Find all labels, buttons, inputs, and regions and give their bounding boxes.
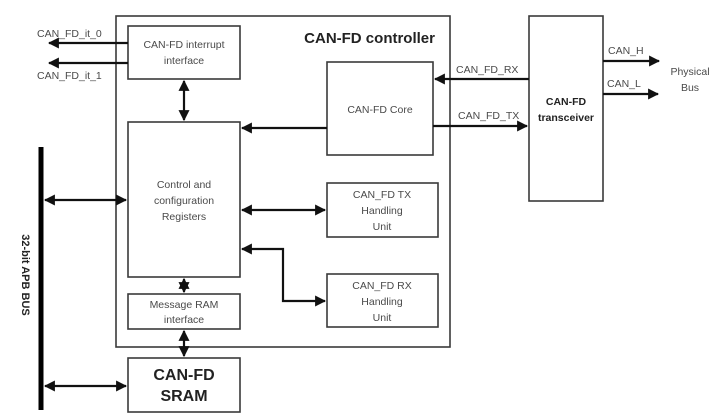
tx-unit-label-1: CAN_FD TX [353, 189, 411, 201]
sram-label-2: SRAM [160, 388, 207, 405]
apb-bus-label: 32-bit APB BUS [19, 234, 31, 316]
physical-bus-label-2: Bus [681, 82, 699, 94]
it1-label: CAN_FD_it_1 [37, 70, 102, 82]
msg-ram-label-1: Message RAM [150, 299, 219, 311]
interrupt-interface-block [127, 25, 241, 80]
controller-title: CAN-FD controller [304, 30, 435, 47]
rx-handling-unit-block [326, 273, 439, 328]
can-l-label: CAN_L [607, 78, 641, 90]
registers-block [127, 121, 241, 278]
registers-label-1: Control and [157, 179, 211, 191]
rx-label: CAN_FD_RX [456, 64, 518, 76]
sram-label-1: CAN-FD [153, 367, 214, 384]
rx-unit-label-1: CAN_FD RX [352, 280, 412, 292]
registers-rx-arrow [240, 243, 327, 307]
physical-bus-label-1: Physical [670, 66, 709, 78]
tx-unit-label-3: Unit [373, 221, 392, 233]
tx-label: CAN_FD_TX [458, 110, 519, 122]
tx-unit-label-2: Handling [361, 205, 403, 217]
interrupt-label-1: CAN-FD interrupt [143, 39, 224, 51]
interrupt-label-2: interface [164, 55, 204, 67]
tx-handling-unit-block [326, 182, 439, 238]
registers-label-2: configuration [154, 195, 214, 207]
sram-block [127, 357, 241, 413]
transceiver-label-1: CAN-FD [546, 96, 587, 108]
rx-unit-label-3: Unit [373, 312, 392, 324]
registers-label-3: Registers [162, 211, 206, 223]
msg-ram-label-2: interface [164, 314, 204, 326]
transceiver-block [528, 15, 604, 202]
message-ram-interface-block [127, 293, 241, 330]
core-label: CAN-FD Core [347, 104, 412, 116]
can-h-label: CAN_H [608, 45, 644, 57]
transceiver-label-2: transceiver [538, 112, 594, 124]
core-block [326, 61, 434, 156]
it0-label: CAN_FD_it_0 [37, 28, 102, 40]
rx-unit-label-2: Handling [361, 296, 403, 308]
